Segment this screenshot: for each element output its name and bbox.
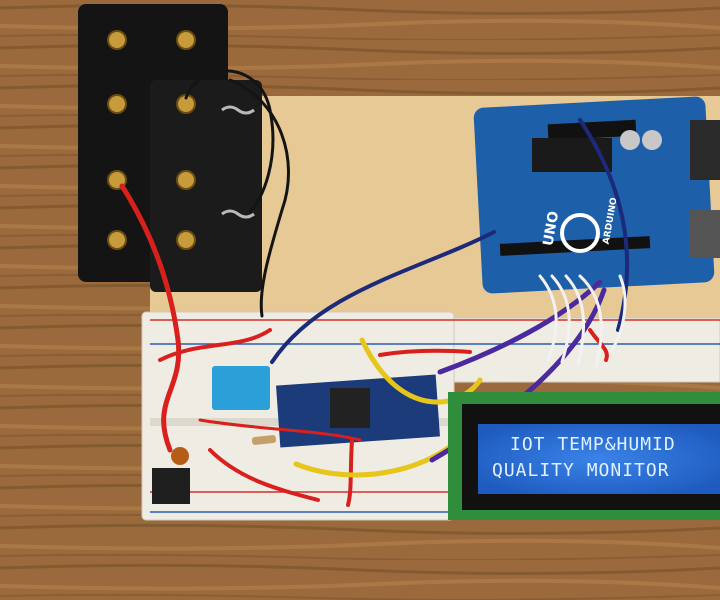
wires: [119, 69, 629, 507]
dht-sensor: [212, 366, 270, 410]
capacitor: [171, 447, 189, 465]
esp8266-module: [276, 374, 440, 448]
lcd-display-module: IOT TEMP&HUMID QUALITY MONITOR: [448, 392, 720, 520]
lcd-line-2: QUALITY MONITOR: [492, 460, 670, 481]
resistor: [251, 435, 277, 445]
arduino-uno-label: UNO: [540, 210, 562, 247]
arduino-uno-board: UNO ARDUINO: [473, 96, 720, 294]
voltage-regulator: [152, 468, 190, 504]
lcd-line-1: IOT TEMP&HUMID: [510, 434, 676, 455]
